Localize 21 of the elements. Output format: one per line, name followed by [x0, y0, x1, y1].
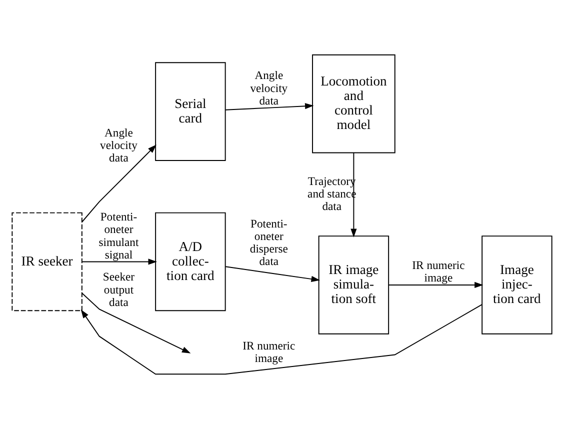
- edge-label: Potenti- oneter simulant signal: [98, 210, 139, 261]
- edge-label: IR numeric image: [242, 339, 296, 365]
- arrow: [82, 292, 191, 353]
- node-box: IR seeker: [12, 212, 82, 311]
- arrow: [80, 304, 482, 374]
- arrow: [350, 152, 357, 237]
- node-box: Serial card: [155, 62, 226, 160]
- edge-label: Angle velocity data: [100, 126, 138, 164]
- edge-label: Seeker output data: [102, 270, 135, 308]
- arrow: [225, 266, 320, 282]
- node-box: IR image simula- tion soft: [318, 235, 390, 334]
- node-box: Locomotion and control model: [312, 54, 396, 153]
- edge-label: Potenti- oneter disperse data: [250, 216, 288, 268]
- arrow: [225, 102, 314, 110]
- edge-label: IR numeric image: [412, 258, 465, 284]
- arrow: [82, 144, 156, 222]
- edge-label: Angle velocity data: [250, 68, 288, 107]
- node-box: Image injec- tion card: [482, 235, 552, 334]
- arrow: [82, 258, 157, 264]
- arrow: [388, 281, 484, 288]
- node-box: A/D collec- tion card: [155, 212, 226, 311]
